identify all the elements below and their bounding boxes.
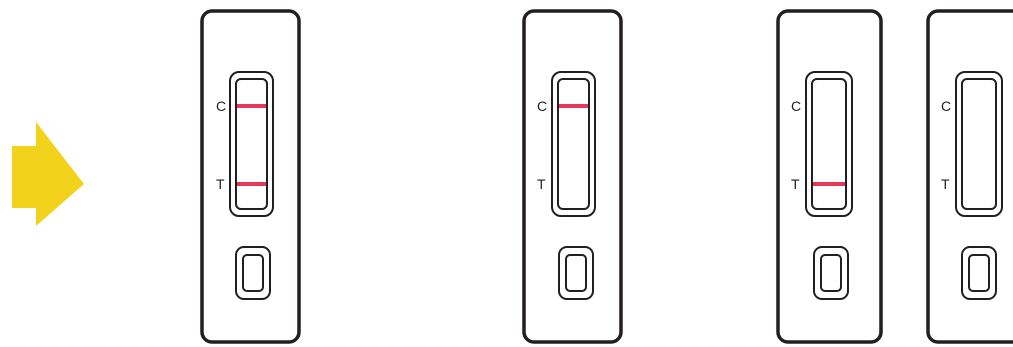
result-window-inner	[962, 79, 996, 209]
test-cassette-negative: C T	[524, 11, 621, 342]
test-cassette-positive: C T	[202, 11, 299, 342]
arrow-right-icon	[12, 122, 84, 226]
result-window-inner	[236, 79, 267, 209]
test-label: T	[791, 176, 800, 192]
control-label: C	[537, 98, 547, 114]
test-cassette-invalid-no-lines: C T	[928, 11, 1013, 342]
result-window-inner	[558, 79, 589, 209]
control-label: C	[941, 98, 951, 114]
test-label: T	[941, 176, 950, 192]
test-cassette-invalid-t-only: C T	[778, 11, 881, 342]
control-label: C	[791, 98, 801, 114]
sample-well-inner	[243, 255, 263, 291]
result-window-inner	[812, 79, 846, 209]
test-label: T	[216, 176, 225, 192]
sample-well-inner	[821, 255, 841, 291]
control-label: C	[216, 98, 226, 114]
sample-well-inner	[566, 255, 586, 291]
sample-well-inner	[969, 255, 989, 291]
test-label: T	[537, 176, 546, 192]
